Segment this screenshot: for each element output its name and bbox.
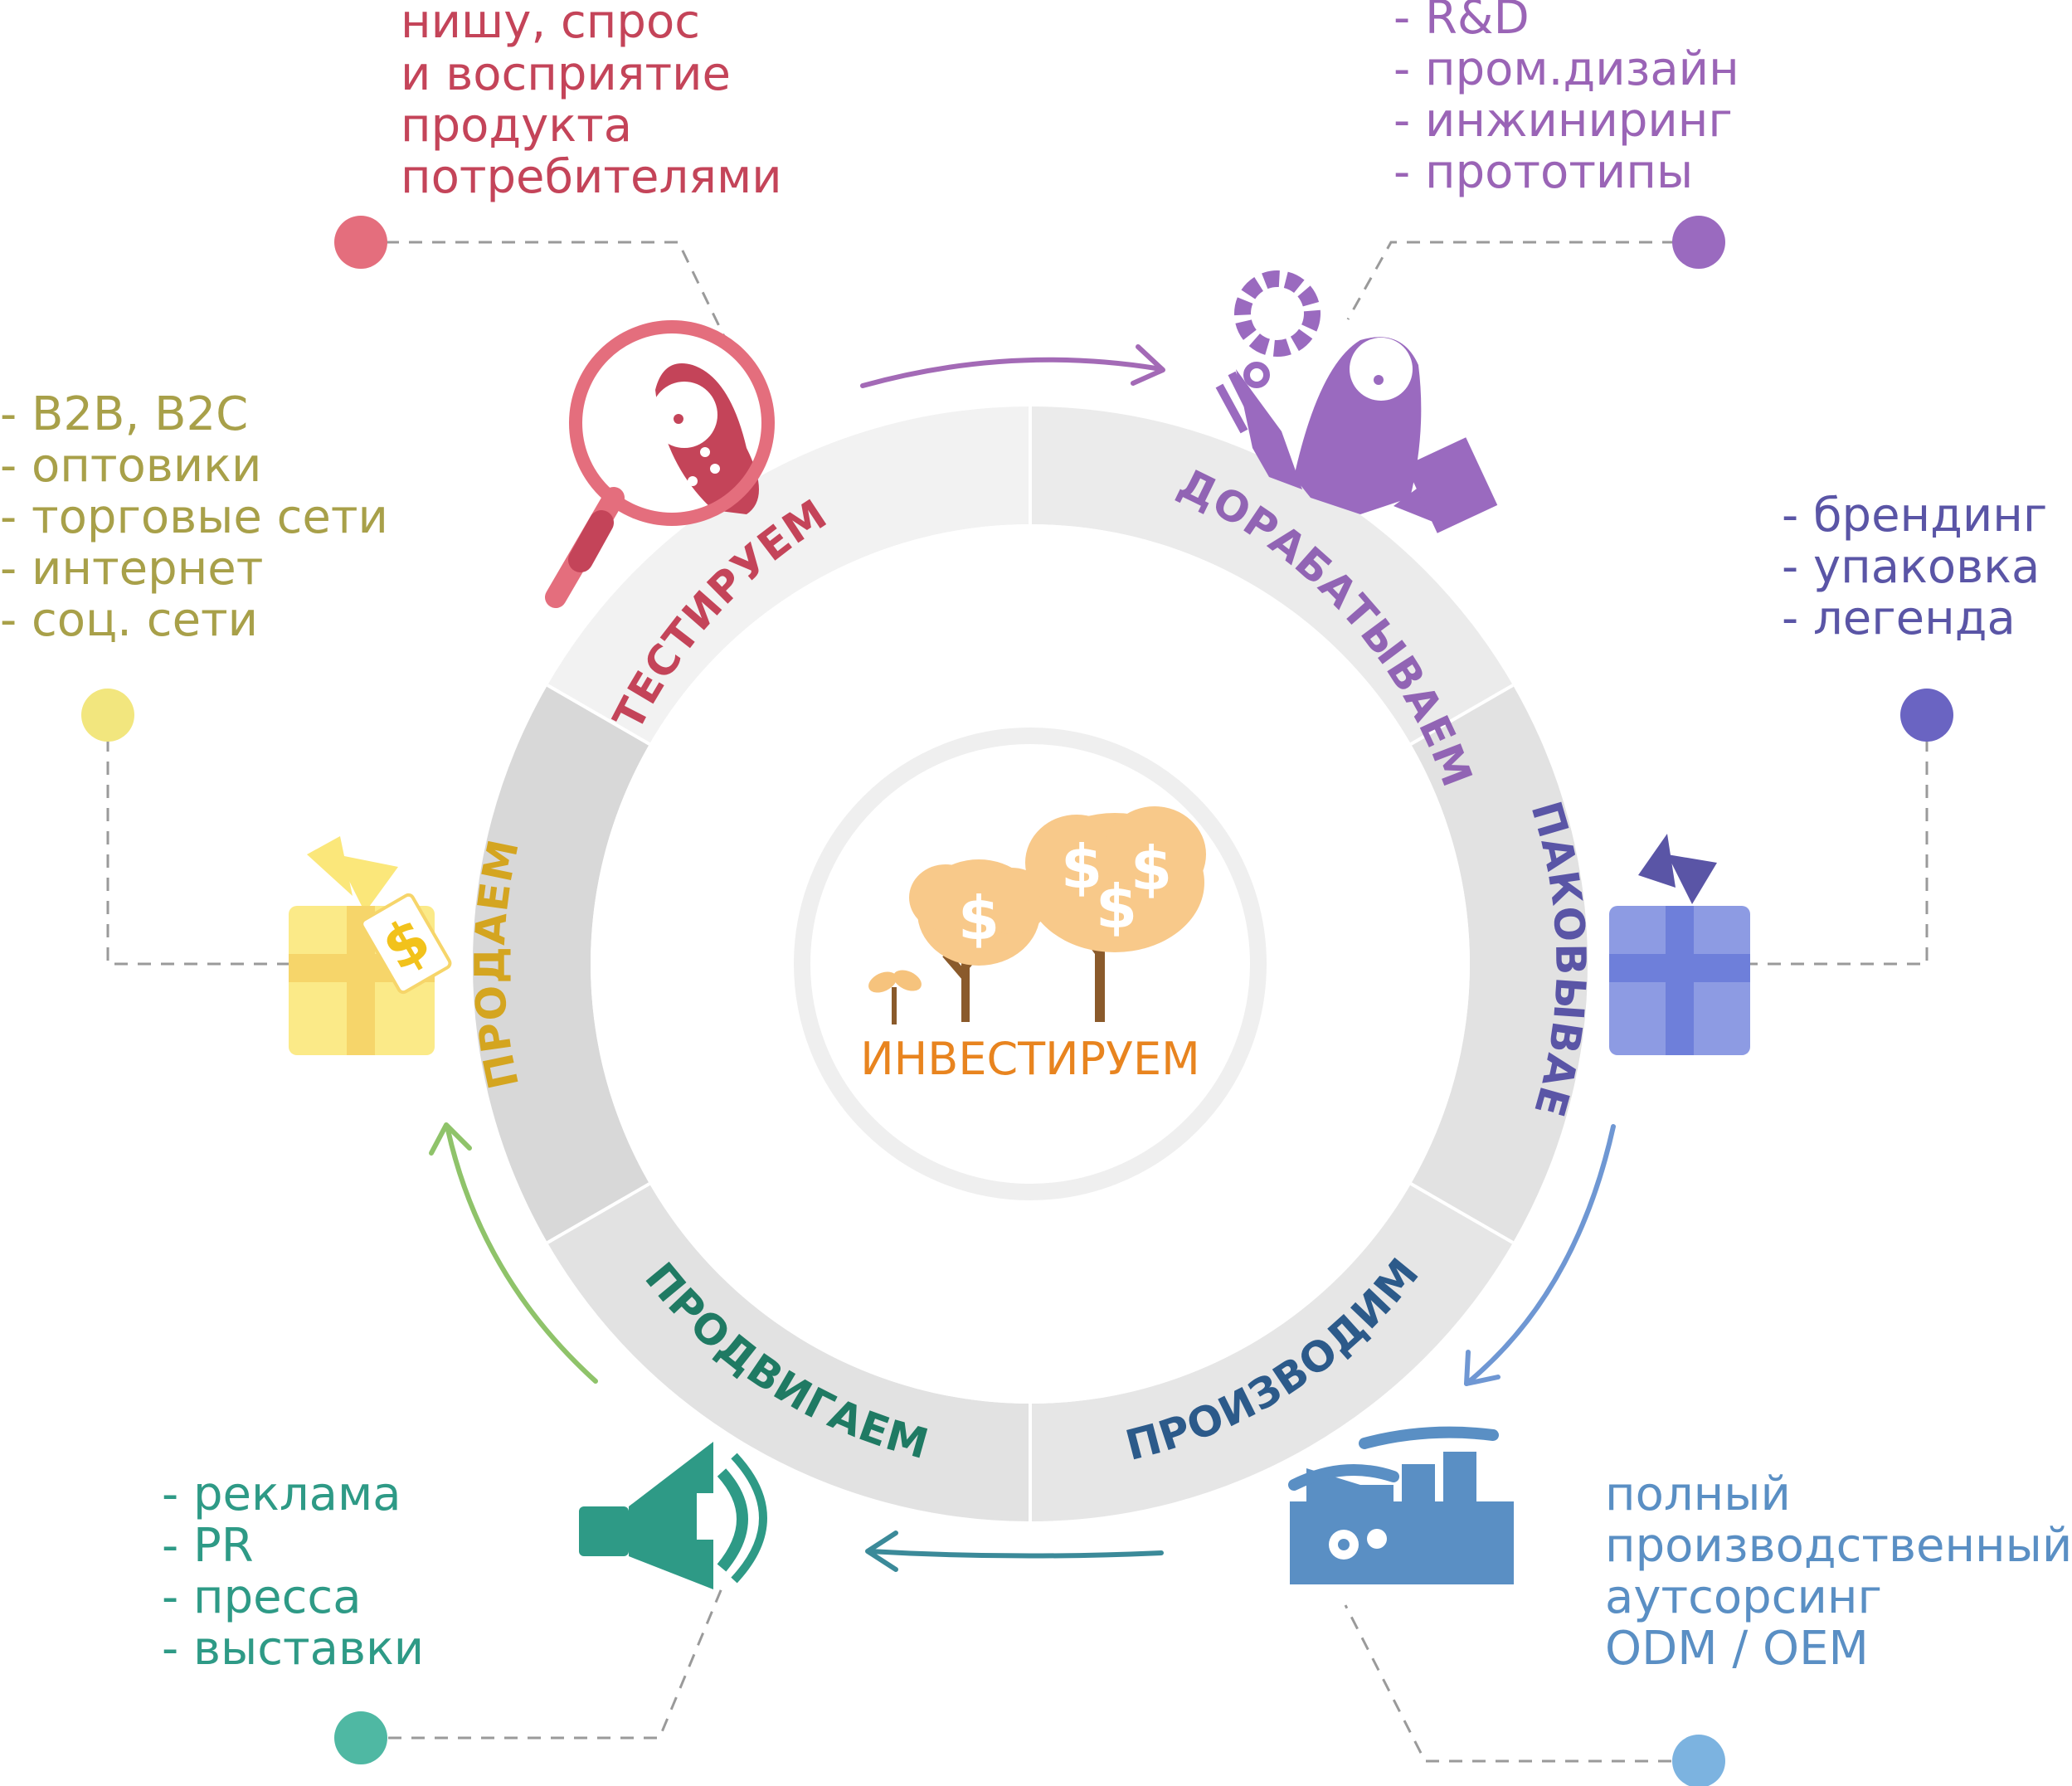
ring-segment-packaging xyxy=(1411,685,1588,1243)
dashed-connectors xyxy=(106,241,1929,1763)
arrow-testing-to-refining xyxy=(860,344,1165,388)
note-line: - B2B, B2C xyxy=(0,387,248,441)
ring-segment-testing xyxy=(547,406,1030,744)
note-line: потребителями xyxy=(401,150,782,204)
note-line: ODM / OEM xyxy=(1605,1622,1869,1676)
dot-testing xyxy=(334,216,387,269)
megaphone-icon xyxy=(579,1442,767,1589)
dot-promoting xyxy=(334,1711,387,1764)
money-trees-icon: $ $ $ $ xyxy=(868,806,1206,1024)
connector-promoting xyxy=(388,1584,725,1740)
connector-packaging xyxy=(1750,715,1929,966)
arrow-producing-to-promoting xyxy=(865,1531,1164,1572)
dot-refining xyxy=(1672,216,1725,269)
notes-refining: - R&D - пром.дизайн - инжиниринг - прото… xyxy=(1393,0,1739,199)
note-line: аутсорсинг xyxy=(1605,1570,1882,1624)
note-line: и восприятие xyxy=(401,47,731,101)
note-line: - оптовики xyxy=(0,439,261,493)
ring-segment-refining xyxy=(1030,406,1513,744)
svg-text:$: $ xyxy=(1061,832,1102,902)
notes-testing: нишу, спрос и восприятие продукта потреб… xyxy=(401,0,782,204)
svg-text:$: $ xyxy=(958,883,1000,953)
dot-producing xyxy=(1672,1735,1725,1786)
note-line: - интернет xyxy=(0,542,263,596)
cycle-ring xyxy=(472,406,1588,1521)
dot-packaging xyxy=(1900,689,1953,742)
flow-arrows xyxy=(429,344,1616,1572)
connector-selling xyxy=(106,715,289,966)
note-line: - соц. сети xyxy=(0,593,258,647)
connector-testing xyxy=(386,241,732,349)
bullet-dots xyxy=(81,216,1953,1786)
note-line: полный xyxy=(1605,1467,1791,1521)
center-label: ИНВЕСТИРУЕМ xyxy=(860,1033,1199,1085)
note-line: - R&D xyxy=(1393,0,1530,45)
note-line: - PR xyxy=(162,1519,254,1573)
inner-ring-outline xyxy=(794,728,1267,1200)
inner-disk xyxy=(591,524,1470,1404)
gift-price-tag-icon: $ xyxy=(289,836,452,1055)
note-line: - упаковка xyxy=(1782,540,2040,594)
svg-text:$: $ xyxy=(1131,834,1172,903)
engineer-matryoshka-icon xyxy=(1215,270,1498,533)
magnifier-matryoshka-icon xyxy=(545,320,775,608)
note-line: производственный xyxy=(1605,1519,2072,1573)
note-line: - выставки xyxy=(162,1622,424,1676)
ring-separators xyxy=(547,406,1514,1521)
ring-segment-selling xyxy=(472,685,649,1243)
ring-segment-promoting xyxy=(547,1184,1030,1521)
note-line: - пром.дизайн xyxy=(1393,42,1739,96)
arrow-promoting-to-selling xyxy=(429,1122,598,1384)
note-line: - легенда xyxy=(1782,591,2016,645)
arrow-packaging-to-producing xyxy=(1464,1124,1616,1386)
factory-icon xyxy=(1288,1426,1514,1584)
note-line: нишу, спрос xyxy=(401,0,700,49)
note-line: продукта xyxy=(401,99,632,153)
note-line: - брендинг xyxy=(1782,489,2047,543)
notes-promoting: - реклама - PR - пресса - выставки xyxy=(162,1467,424,1676)
connector-producing xyxy=(1344,1604,1671,1763)
notes-selling: - B2B, B2C - оптовики - торговые сети - … xyxy=(0,387,388,647)
notes-producing: полный производственный аутсорсинг ODM /… xyxy=(1605,1467,2072,1676)
dot-selling xyxy=(81,689,134,742)
gift-box-icon xyxy=(1609,834,1750,1055)
connector-refining xyxy=(1346,241,1699,320)
note-line: - торговые сети xyxy=(0,490,388,544)
notes-packaging: - брендинг - упаковка - легенда xyxy=(1782,489,2047,645)
note-line: - реклама xyxy=(162,1467,401,1521)
svg-text:$: $ xyxy=(1096,872,1137,942)
note-line: - пресса xyxy=(162,1570,362,1624)
ring-segment-producing xyxy=(1030,1184,1513,1521)
note-line: - инжиниринг xyxy=(1393,94,1733,148)
note-line: - прототипы xyxy=(1393,145,1693,199)
